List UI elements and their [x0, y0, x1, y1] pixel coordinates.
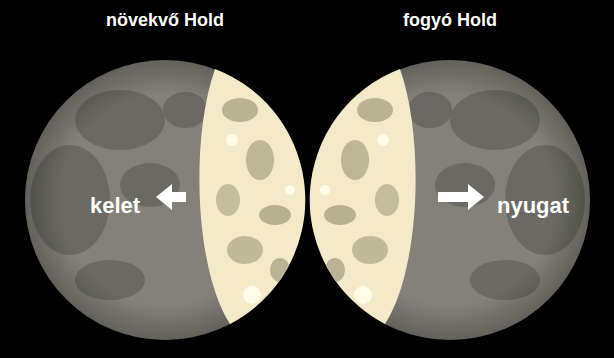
moon-phase: növekvő Hold kelet: [20, 8, 310, 353]
phase-heading: növekvő Hold: [20, 8, 310, 32]
direction-arrow: [156, 184, 186, 210]
waxing-moon: [25, 60, 305, 340]
direction-arrow: [438, 184, 484, 210]
moon-phase: fogyó Hold nyugat: [305, 8, 595, 353]
direction-label: nyugat: [497, 192, 569, 220]
phase-heading: fogyó Hold: [305, 8, 595, 32]
waning-moon: [310, 60, 590, 340]
direction-label: kelet: [90, 192, 140, 220]
